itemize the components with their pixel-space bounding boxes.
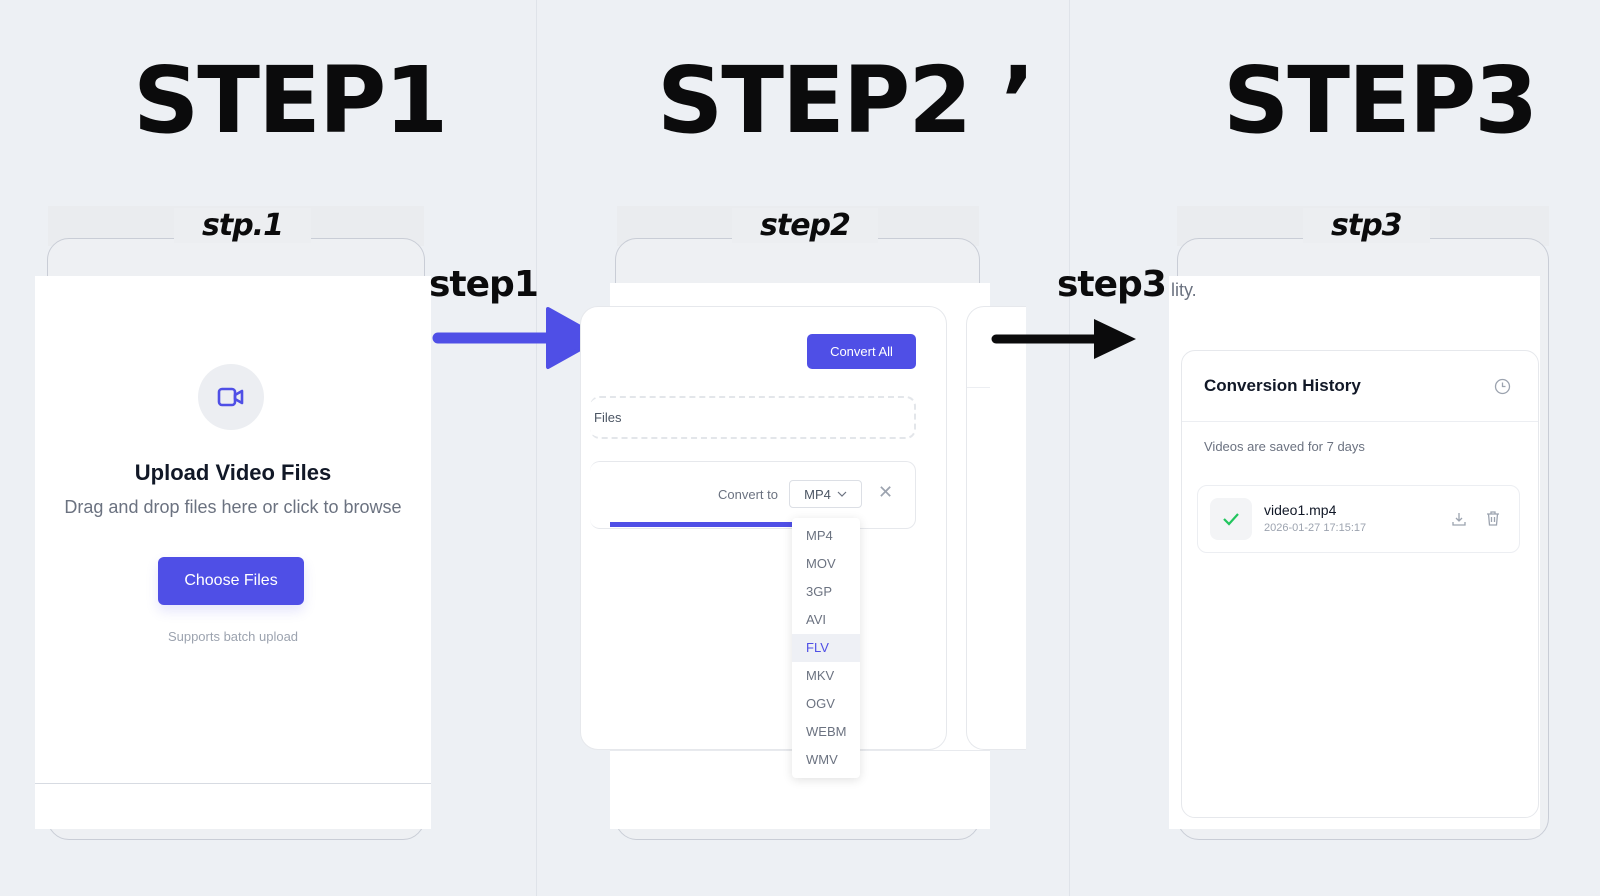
overflow-text: lity. xyxy=(1171,280,1197,300)
upload-title: Upload Video Files xyxy=(134,460,332,485)
convert-panel: Convert All Files Convert to MP4 ✕ MP4 M… xyxy=(580,283,1026,829)
format-option-wmv[interactable]: WMV xyxy=(806,752,838,767)
history-list-item: video1.mp4 2026-01-27 17:15:17 xyxy=(1197,485,1520,553)
upload-subtitle[interactable]: Drag and drop files here or click to bro… xyxy=(64,497,402,517)
history-divider xyxy=(1182,421,1538,422)
format-select[interactable]: MP4 xyxy=(789,480,862,508)
chevron-down-icon xyxy=(837,491,847,497)
history-panel: lity. Conversion History Videos are save… xyxy=(1169,276,1540,829)
format-option-mov[interactable]: MOV xyxy=(806,556,836,571)
drop-zone-text: Files xyxy=(594,410,622,425)
convert-all-button[interactable]: Convert All xyxy=(807,334,916,369)
upload-panel: Upload Video Files Drag and drop files h… xyxy=(35,276,431,829)
choose-files-button[interactable]: Choose Files xyxy=(158,557,304,605)
format-option-flv[interactable]: FLV xyxy=(792,634,860,662)
step1-title: STEP1 xyxy=(133,47,448,154)
format-option-ogv[interactable]: OGV xyxy=(806,696,835,711)
step3-handwritten-label: stp3 xyxy=(1303,208,1430,243)
history-title: Conversion History xyxy=(1204,376,1361,395)
status-badge xyxy=(1210,498,1252,540)
format-dropdown: MP4 MOV 3GP AVI FLV MKV OGV WEBM WMV xyxy=(792,518,860,778)
panel-divider xyxy=(35,783,431,784)
format-option-mkv[interactable]: MKV xyxy=(806,668,835,683)
arrow-label-step3: step3 xyxy=(1057,264,1167,305)
file-name: video1.mp4 xyxy=(1264,502,1337,518)
upload-icon-circle xyxy=(198,364,264,430)
batch-upload-note: Supports batch upload xyxy=(167,629,299,644)
clock-icon[interactable] xyxy=(1494,378,1511,395)
format-option-webm[interactable]: WEBM xyxy=(806,724,847,739)
step3-title: STEP3 xyxy=(1223,47,1538,154)
format-option-3gp[interactable]: 3GP xyxy=(806,584,833,599)
arrow-label-step1: step1 xyxy=(429,264,539,305)
check-icon xyxy=(1223,513,1239,526)
history-card-peek xyxy=(966,306,1026,750)
column-divider xyxy=(536,0,537,896)
selected-format: MP4 xyxy=(804,486,831,502)
download-icon[interactable] xyxy=(1452,512,1466,526)
drop-zone[interactable]: Files xyxy=(590,396,916,439)
column-divider xyxy=(1069,0,1070,896)
video-camera-icon xyxy=(217,387,244,407)
format-option-avi[interactable]: AVI xyxy=(806,612,826,627)
history-note: Videos are saved for 7 days xyxy=(1204,439,1365,454)
conversion-history-card: Conversion History Videos are saved for … xyxy=(1181,350,1539,818)
progress-bar xyxy=(610,522,792,527)
file-row xyxy=(590,461,916,529)
card-divider xyxy=(967,387,990,388)
arrow-right-icon xyxy=(432,307,602,369)
file-date: 2026-01-27 17:15:17 xyxy=(1264,522,1367,534)
step1-handwritten-label: stp.1 xyxy=(174,208,311,243)
convert-to-label: Convert to xyxy=(718,487,778,502)
close-icon[interactable]: ✕ xyxy=(878,482,894,502)
arrow-right-icon xyxy=(991,319,1136,359)
format-option-mp4[interactable]: MP4 xyxy=(806,528,833,543)
step2-handwritten-label: step2 xyxy=(732,208,878,243)
trash-icon[interactable] xyxy=(1486,511,1500,526)
step2-title: STEP2 ’ xyxy=(657,47,1035,154)
